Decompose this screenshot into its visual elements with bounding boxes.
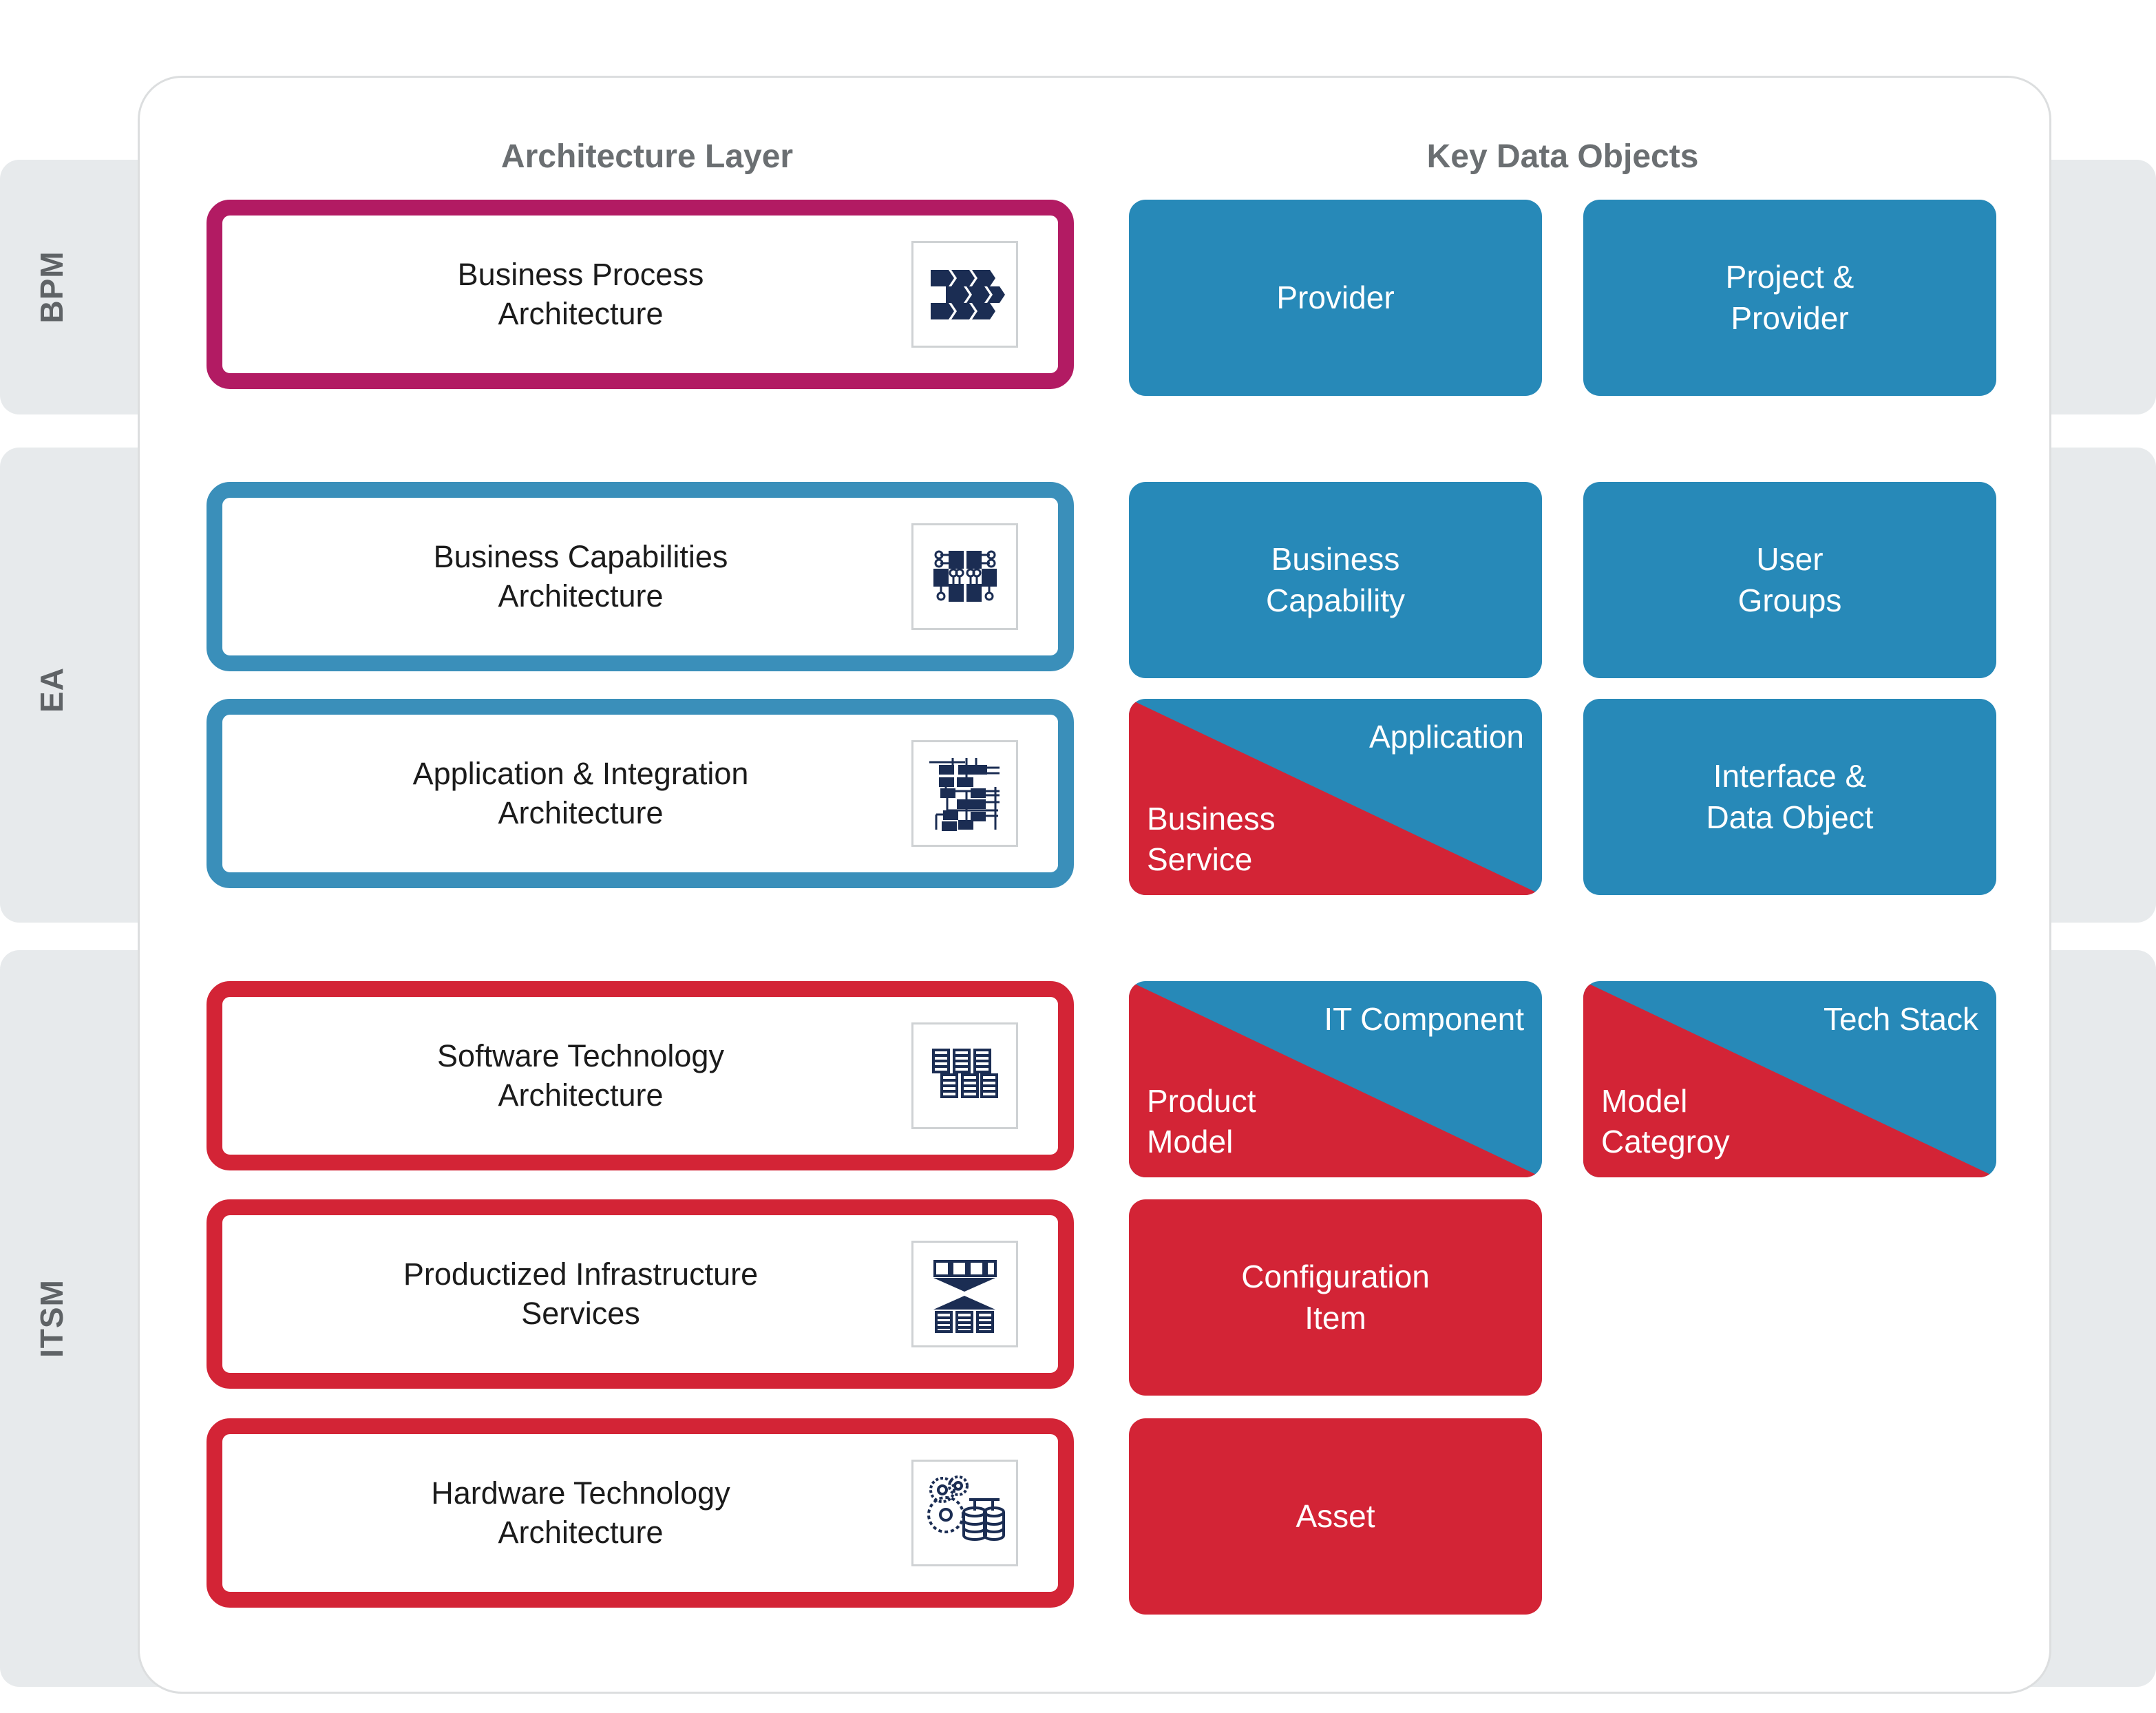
key-data-object-bottom-label: Model Categroy bbox=[1601, 1083, 1730, 1160]
key-data-object-project-provider[interactable]: Project & Provider bbox=[1583, 200, 1996, 396]
layer-inner: Business Process Architecture bbox=[222, 216, 1058, 373]
layer-inner: Hardware Technology Architecture bbox=[222, 1434, 1058, 1592]
key-data-object-bottom-label: Product Model bbox=[1147, 1083, 1256, 1160]
key-data-object-label: Asset bbox=[1296, 1497, 1375, 1534]
layer-row-productized-infrastructure-services[interactable]: Productized Infrastructure Services bbox=[207, 1199, 1074, 1389]
layer-label: Business Capabilities Architecture bbox=[433, 539, 728, 613]
layer-inner: Productized Infrastructure Services bbox=[222, 1215, 1058, 1373]
key-data-object-asset[interactable]: Asset bbox=[1129, 1418, 1542, 1615]
layer-row-business-process-architecture[interactable]: Business Process Architecture bbox=[207, 200, 1074, 389]
layer-label: Business Process Architecture bbox=[457, 257, 704, 331]
key-data-object-bottom-label: Business Service bbox=[1147, 801, 1276, 878]
zone-label-itsm: ITSM bbox=[34, 1279, 70, 1358]
key-data-object-top-label: Tech Stack bbox=[1824, 1001, 1978, 1037]
layer-label: Productized Infrastructure Services bbox=[403, 1257, 759, 1331]
zone-label-bpm: BPM bbox=[34, 251, 70, 324]
gears-database-icon bbox=[911, 1460, 1018, 1566]
key-data-object-top-label: Application bbox=[1368, 719, 1524, 755]
layer-inner: Application & Integration Architecture bbox=[222, 715, 1058, 872]
layer-label: Application & Integration Architecture bbox=[412, 756, 749, 830]
key-data-object-label: User Groups bbox=[1737, 540, 1842, 618]
key-data-object-business-capability[interactable]: Business Capability bbox=[1129, 482, 1542, 678]
software-stack-icon bbox=[911, 1022, 1018, 1129]
key-data-object-label: Business Capability bbox=[1266, 540, 1405, 618]
key-data-object-configuration-item[interactable]: Configuration Item bbox=[1129, 1199, 1542, 1396]
column-heading-key-data-objects: Key Data Objects bbox=[1426, 138, 1699, 175]
key-data-object-it-component-product-model[interactable]: IT Component Product Model bbox=[1129, 981, 1542, 1177]
key-data-object-interface-data-object[interactable]: Interface & Data Object bbox=[1583, 699, 1996, 895]
key-data-object-top-label: IT Component bbox=[1324, 1001, 1524, 1037]
key-data-object-application-business-service[interactable]: Application Business Service bbox=[1129, 699, 1542, 895]
zone-label-ea: EA bbox=[34, 667, 70, 713]
layer-row-application-integration-architecture[interactable]: Application & Integration Architecture bbox=[207, 699, 1074, 888]
capability-map-icon bbox=[911, 523, 1018, 630]
layer-row-business-capabilities-architecture[interactable]: Business Capabilities Architecture bbox=[207, 482, 1074, 671]
process-flow-icon bbox=[911, 241, 1018, 348]
key-data-object-tech-stack-model-category[interactable]: Tech Stack Model Categroy bbox=[1583, 981, 1996, 1177]
key-data-object-label: Provider bbox=[1276, 279, 1395, 315]
key-data-object-user-groups[interactable]: User Groups bbox=[1583, 482, 1996, 678]
key-data-object-provider[interactable]: Provider bbox=[1129, 200, 1542, 396]
layer-label: Hardware Technology Architecture bbox=[431, 1475, 730, 1550]
layer-inner: Software Technology Architecture bbox=[222, 997, 1058, 1155]
layer-row-hardware-technology-architecture[interactable]: Hardware Technology Architecture bbox=[207, 1418, 1074, 1608]
column-heading-architecture-layer: Architecture Layer bbox=[500, 138, 794, 175]
key-data-object-label: Configuration Item bbox=[1241, 1258, 1430, 1336]
layer-inner: Business Capabilities Architecture bbox=[222, 498, 1058, 655]
integration-network-icon bbox=[911, 740, 1018, 847]
layer-label: Software Technology Architecture bbox=[437, 1038, 724, 1113]
infrastructure-services-icon bbox=[911, 1241, 1018, 1347]
layer-row-software-technology-architecture[interactable]: Software Technology Architecture bbox=[207, 981, 1074, 1170]
key-data-object-label: Project & Provider bbox=[1725, 258, 1854, 336]
key-data-object-label: Interface & Data Object bbox=[1706, 757, 1874, 835]
